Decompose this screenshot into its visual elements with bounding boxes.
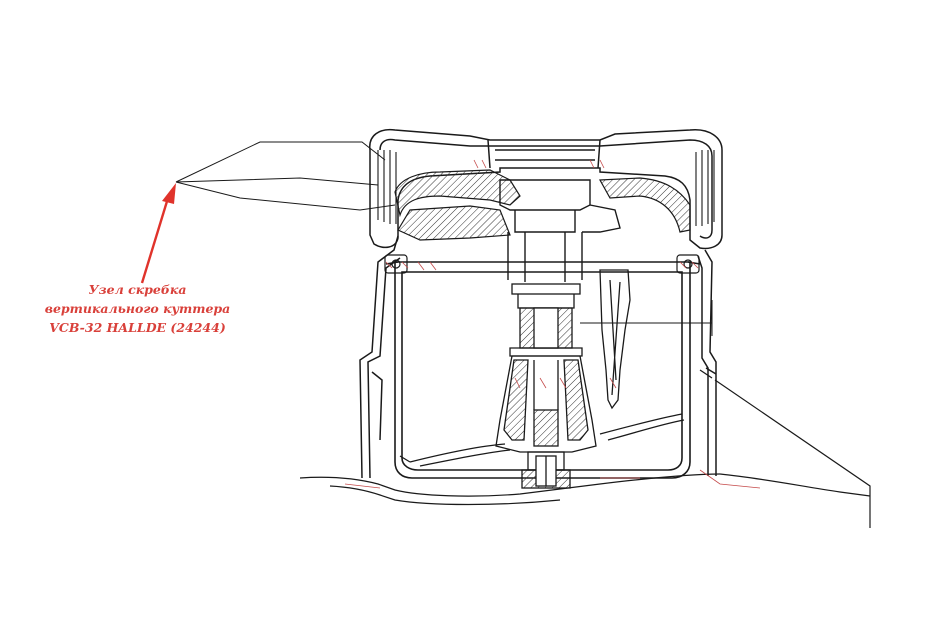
rim-clips [384,254,700,274]
base-contour [299,369,871,528]
shaft-assembly [495,283,597,489]
lid [369,128,723,250]
lid-grip-ribs [377,150,715,226]
callout-line-1: Узел скребка [88,282,187,297]
scraper-blade [599,269,631,410]
knife-blades [399,413,685,467]
revision-marks [344,159,761,489]
callout-label: Узел скребка вертикального куттера VCB-3… [20,280,255,337]
housing [359,235,717,479]
callout-line-3: VCB-32 HALLDE (24244) [49,320,226,335]
callout-line-2: вертикального куттера [44,301,231,316]
callout-arrow [140,183,176,284]
scraper-arm [394,169,691,241]
